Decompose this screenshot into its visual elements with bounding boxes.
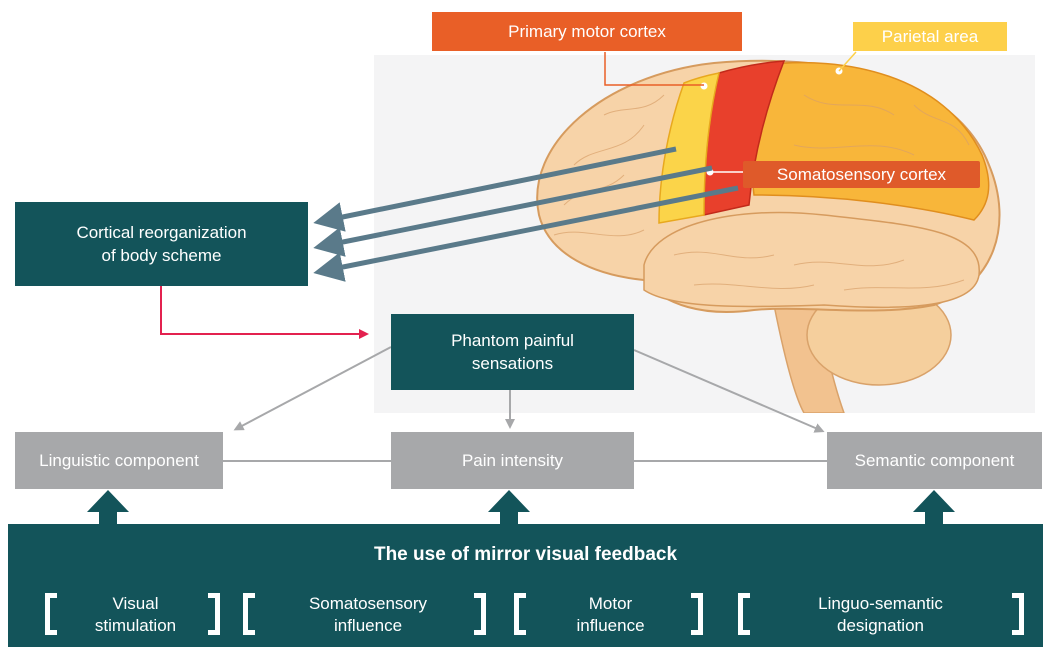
somatosensory-cortex-label: Somatosensory cortex [743, 161, 980, 188]
phantom-to-linguistic-arrow [233, 346, 392, 431]
mirror-item-line1: Somatosensory [308, 594, 428, 613]
mirror-item-line2: stimulation [94, 616, 177, 635]
linguistic-component-node: Linguistic component [15, 432, 223, 489]
up-arrow-linguistic [87, 490, 129, 525]
mirror-feedback-panel: The use of mirror visual feedback Visual… [8, 524, 1043, 647]
mirror-item-line1: Motor [588, 594, 633, 613]
somatosensory-dot [706, 168, 714, 176]
cortical-reorganization-node: Cortical reorganization of body scheme [15, 202, 308, 286]
bracket-right-icon [208, 593, 220, 635]
reorganization-to-phantom-arrow [160, 286, 369, 339]
phantom-pain-line2: sensations [471, 354, 554, 373]
bracket-left-icon [514, 593, 526, 635]
mirror-item-linguo-semantic-designation: Linguo-semantic designation [753, 593, 1008, 637]
mirror-item-line2: influence [333, 616, 403, 635]
parietal-area-label: Parietal area [853, 22, 1007, 51]
cortical-reorganization-line1: Cortical reorganization [76, 223, 247, 242]
up-arrow-pain [488, 490, 530, 525]
mirror-item-line1: Linguo-semantic [818, 594, 943, 613]
cortical-reorganization-line2: of body scheme [101, 246, 222, 265]
pain-intensity-node: Pain intensity [391, 432, 634, 489]
mirror-item-somatosensory-influence: Somatosensory influence [258, 593, 478, 637]
bracket-right-icon [474, 593, 486, 635]
motor-cortex-dot [700, 82, 708, 90]
phantom-pain-node: Phantom painful sensations [391, 314, 634, 390]
bracket-left-icon [243, 593, 255, 635]
mirror-item-line2: influence [576, 616, 645, 635]
primary-motor-cortex-label: Primary motor cortex [432, 12, 742, 51]
mirror-item-line1: Visual [112, 594, 159, 613]
phantom-pain-line1: Phantom painful [451, 331, 574, 350]
semantic-component-node: Semantic component [827, 432, 1042, 489]
bracket-left-icon [738, 593, 750, 635]
mirror-item-motor-influence: Motor influence [528, 593, 693, 637]
bracket-left-icon [45, 593, 57, 635]
bracket-right-icon [691, 593, 703, 635]
up-arrow-semantic [913, 490, 955, 525]
mirror-item-visual-stimulation: Visual stimulation [58, 593, 213, 637]
mirror-feedback-title: The use of mirror visual feedback [373, 544, 678, 565]
bracket-right-icon [1012, 593, 1024, 635]
parietal-dot [835, 67, 843, 75]
mirror-item-line2: designation [837, 616, 924, 635]
